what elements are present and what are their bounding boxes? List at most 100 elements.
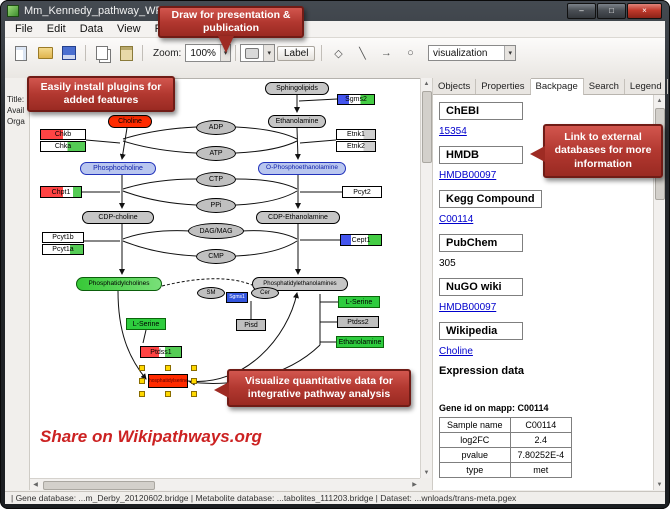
scroll-right-icon[interactable]: ▶ <box>412 482 417 488</box>
selection-handle[interactable] <box>139 378 145 384</box>
backpage-section-header: ChEBI <box>439 102 523 120</box>
pathway-node-ptdss2[interactable]: Ptdss2 <box>337 316 379 328</box>
toolbar-separator <box>235 45 237 61</box>
save-button[interactable] <box>58 43 80 63</box>
app-icon <box>7 4 19 17</box>
side-panel-label: Orga <box>7 117 25 126</box>
menu-item-view[interactable]: View <box>116 23 141 35</box>
pathway-node-chpt1[interactable]: Chpt1 <box>40 186 82 198</box>
menu-item-data[interactable]: Data <box>79 23 103 35</box>
copy-button[interactable] <box>91 43 113 63</box>
backpage-link[interactable]: 15354 <box>439 126 467 137</box>
menu-item-edit[interactable]: Edit <box>46 23 66 35</box>
scrollbar-thumb[interactable] <box>422 91 432 163</box>
pathway-node-atp[interactable]: ATP <box>196 146 236 161</box>
pathway-node-pcyt2[interactable]: Pcyt2 <box>342 186 382 198</box>
tab-search[interactable]: Search <box>584 79 625 94</box>
pathway-node-l-serine[interactable]: L-Serine <box>338 296 380 308</box>
new-file-icon <box>15 45 27 61</box>
pathway-node-ptdss1[interactable]: Ptdss1 <box>140 346 182 358</box>
pathway-node-adp[interactable]: ADP <box>196 120 236 135</box>
paste-button[interactable] <box>115 43 137 63</box>
selection-handle[interactable] <box>191 378 197 384</box>
datanode-icon <box>245 47 260 59</box>
pathway-node-phosphatidylcholines[interactable]: Phosphatidylcholines <box>76 277 162 291</box>
selection-handle[interactable] <box>191 391 197 397</box>
visualization-combobox[interactable]: visualization ▾ <box>428 45 516 61</box>
pathway-node-l-serine[interactable]: L-Serine <box>126 318 166 330</box>
new-file-button[interactable] <box>10 43 32 63</box>
selection-handle[interactable] <box>139 365 145 371</box>
pathway-node-etnk2[interactable]: Etnk2 <box>336 141 376 152</box>
pathway-node-cept1[interactable]: Cept1 <box>340 234 382 246</box>
scroll-left-icon[interactable]: ◀ <box>33 482 38 488</box>
callout-visualize-text: Visualize quantitative data for integrat… <box>244 374 393 400</box>
canvas-horizontal-scrollbar[interactable]: ◀ ▶ <box>30 478 420 490</box>
pathway-node-cer[interactable]: Cer <box>251 287 279 299</box>
pathway-node-phosphatidylethanolamines[interactable]: Phosphatidylethanolamines <box>252 277 348 291</box>
pathway-node-chka[interactable]: Chka <box>40 141 86 152</box>
scrollbar-thumb[interactable] <box>43 481 155 490</box>
tab-objects[interactable]: Objects <box>433 79 477 94</box>
arrow-tool-icon[interactable]: → <box>380 47 392 59</box>
scroll-down-icon[interactable]: ▼ <box>656 481 663 488</box>
pathway-node-sphingolipids[interactable]: Sphingolipids <box>265 82 329 95</box>
pathway-node-phosphatidylserines[interactable]: Phosphatidylserines <box>148 374 188 388</box>
pathway-node-sgms2[interactable]: Sgms2 <box>337 94 375 105</box>
table-cell: 7.80252E-4 <box>509 447 573 463</box>
datanode-template-combobox[interactable]: ▾ <box>240 44 275 62</box>
scroll-down-icon[interactable]: ▼ <box>423 469 430 476</box>
scroll-up-icon[interactable]: ▲ <box>656 97 663 104</box>
selection-handle[interactable] <box>165 365 171 371</box>
selection-handle[interactable] <box>165 391 171 397</box>
canvas-vertical-scrollbar[interactable]: ▲ ▼ <box>420 78 432 478</box>
open-file-button[interactable] <box>34 43 56 63</box>
pathway-node-cmp[interactable]: CMP <box>196 249 236 264</box>
backpage-link[interactable]: HMDB00097 <box>439 170 497 181</box>
backpage-section-header: HMDB <box>439 146 523 164</box>
chevron-down-icon: ▾ <box>504 46 515 60</box>
pathway-node-etnk1[interactable]: Etnk1 <box>336 129 376 140</box>
tab-properties[interactable]: Properties <box>476 79 531 94</box>
pathway-node-o-phosphoethanolamine[interactable]: O-Phosphoethanolamine <box>258 162 346 175</box>
callout-visualize: Visualize quantitative data for integrat… <box>214 369 411 407</box>
share-text: Share on Wikipathways.org <box>40 427 262 446</box>
pathway-node-cdp-ethanolamine[interactable]: CDP-Ethanolamine <box>256 211 340 224</box>
backpage-section-hmdb: HMDB HMDB00097 <box>439 145 654 181</box>
maximize-button[interactable]: □ <box>597 3 626 19</box>
ellipse-tool-icon[interactable]: ○ <box>407 47 414 59</box>
pathway-node-cdp-choline[interactable]: CDP-choline <box>82 211 154 224</box>
selection-handle[interactable] <box>139 391 145 397</box>
selection-handle[interactable] <box>191 365 197 371</box>
tab-backpage[interactable]: Backpage <box>530 78 584 95</box>
backpage-section-chebi: ChEBI 15354 <box>439 101 654 137</box>
pathway-node-sgms1[interactable]: Sgms1 <box>226 292 248 303</box>
side-panel-label: Title: <box>7 95 25 104</box>
pathway-node-sm[interactable]: SM <box>197 287 225 299</box>
backpage-section-header: Kegg Compound <box>439 190 542 208</box>
pathway-node-choline[interactable]: Choline <box>108 115 152 128</box>
backpage-link[interactable]: Choline <box>439 346 473 357</box>
pathway-node-pisd[interactable]: Pisd <box>236 319 266 331</box>
scroll-up-icon[interactable]: ▲ <box>423 80 430 87</box>
pathway-node-dag-mag[interactable]: DAG/MAG <box>188 223 244 239</box>
pathway-node-pcyt1b[interactable]: Pcyt1b <box>42 232 84 243</box>
pathway-node-chkb[interactable]: Chkb <box>40 129 86 140</box>
line-tool-icon[interactable]: ╲ <box>359 47 366 60</box>
tab-legend[interactable]: Legend <box>625 79 668 94</box>
title-bar[interactable]: Mm_Kennedy_pathway_WP1771_45176.gpml – □… <box>0 0 670 21</box>
minimize-button[interactable]: – <box>567 3 596 19</box>
label-tool-button[interactable]: Label <box>276 45 316 61</box>
pathway-node-ctp[interactable]: CTP <box>196 172 236 187</box>
pathway-node-pcyt1a[interactable]: Pcyt1a <box>42 244 84 255</box>
backpage-link[interactable]: C00114 <box>439 214 474 225</box>
menu-item-file[interactable]: File <box>15 23 33 35</box>
pathway-node-ppi[interactable]: PPi <box>196 198 236 213</box>
pathway-node-ethanolamine[interactable]: Ethanolamine <box>336 336 384 348</box>
pathway-node-ethanolamine[interactable]: Ethanolamine <box>268 115 326 128</box>
selection-tool-icon[interactable]: ◇ <box>334 47 343 60</box>
close-button[interactable]: × <box>627 3 662 19</box>
backpage-link[interactable]: HMDB00097 <box>439 302 497 313</box>
pathway-node-phosphocholine[interactable]: Phosphocholine <box>80 162 156 175</box>
